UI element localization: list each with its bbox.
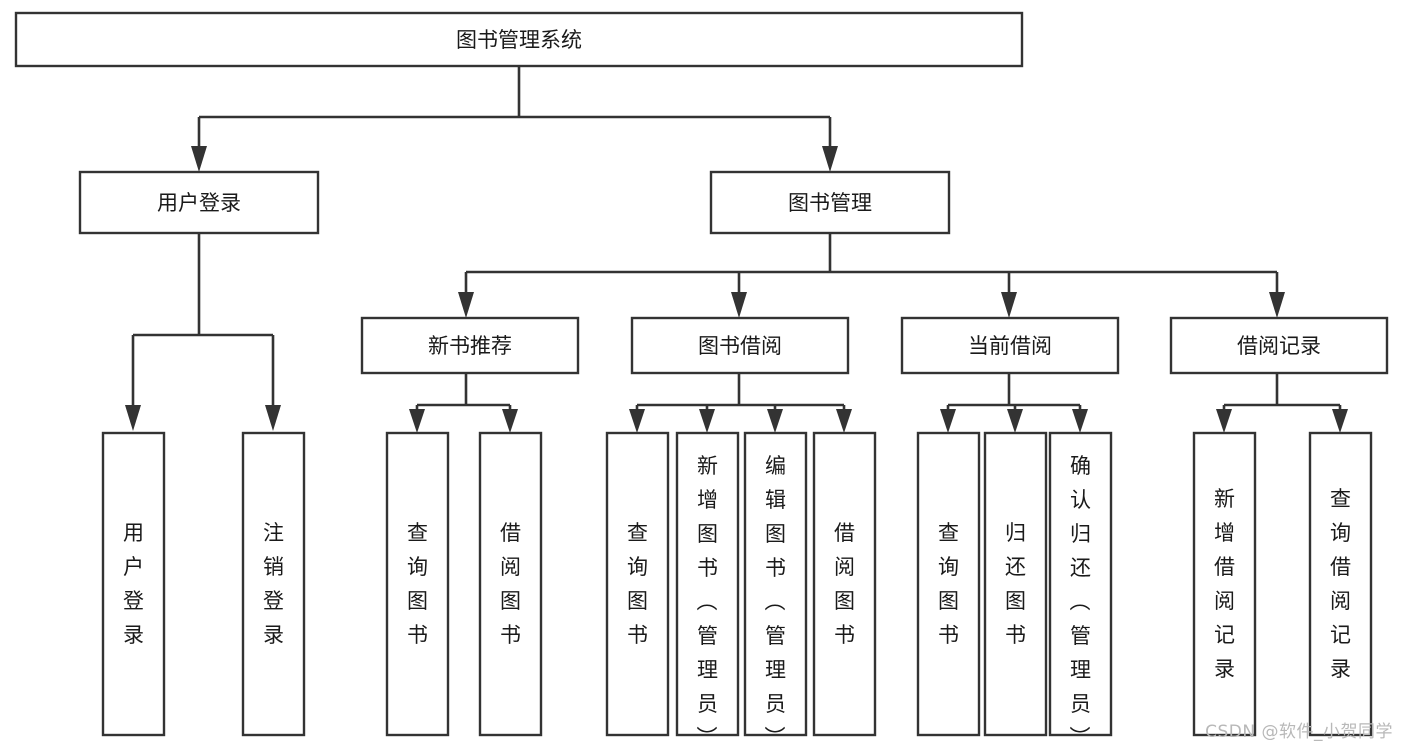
arrow-to-leaf-user-logout — [265, 405, 281, 431]
node-root-label: 图书管理系统 — [456, 28, 582, 52]
arrow-to-leaf-borrow-book-1 — [502, 409, 518, 433]
node-leaf-borrow-book-2-box[interactable] — [812, 431, 877, 737]
csdn-watermark: CSDN @软件_小贺同学 — [1205, 722, 1393, 742]
node-leaf-query-book-3-label: 查询图书 — [938, 521, 959, 647]
node-leaf-return-book-label: 归还图书 — [1005, 521, 1026, 647]
node-new-book-recommend-label: 新书推荐 — [428, 334, 512, 358]
arrow-to-leaf-add-book — [699, 409, 715, 433]
node-leaf-return-book[interactable] — [983, 431, 1048, 737]
node-leaf-query-book-2-label: 查询图书 — [627, 521, 648, 647]
arrow-to-leaf-query-book-2 — [629, 409, 645, 433]
node-leaf-query-book-3[interactable] — [916, 431, 981, 737]
connector-book-borrow-to-leaves — [629, 373, 852, 433]
node-leaf-query-record-box[interactable] — [1308, 431, 1373, 737]
node-book-borrow-box[interactable] — [630, 316, 850, 375]
arrow-to-leaf-confirm-return — [1072, 409, 1088, 433]
arrow-to-book-manage — [822, 146, 838, 172]
arrow-to-current-borrow — [1001, 292, 1017, 318]
node-leaf-query-book-3-box[interactable] — [916, 431, 981, 737]
arrow-to-new-book-recommend — [458, 292, 474, 318]
node-leaf-query-book-2-box[interactable] — [605, 431, 670, 737]
connector-user-login-to-leaves — [125, 233, 281, 431]
arrow-to-leaf-query-record — [1332, 409, 1348, 433]
node-leaf-edit-book-label: 编辑图书（管理员） — [765, 454, 787, 747]
node-leaf-user-login[interactable] — [101, 431, 166, 737]
node-leaf-add-record[interactable] — [1192, 431, 1257, 737]
node-user-login[interactable]: 用户登录 — [78, 170, 320, 235]
node-book-manage-label: 图书管理 — [788, 191, 872, 215]
node-leaf-add-record-box[interactable] — [1192, 431, 1257, 737]
node-leaf-confirm-return-box[interactable] — [1048, 431, 1113, 737]
arrow-to-leaf-edit-book — [767, 409, 783, 433]
node-borrow-record-label: 借阅记录 — [1237, 334, 1321, 358]
arrow-to-user-login — [191, 146, 207, 172]
node-current-borrow[interactable]: 当前借阅 — [900, 316, 1120, 375]
arrow-to-borrow-record — [1269, 292, 1285, 318]
node-leaf-add-record-label: 新增借阅记录 — [1214, 487, 1235, 681]
arrow-to-leaf-add-record — [1216, 409, 1232, 433]
node-leaf-borrow-book-1-box[interactable] — [478, 431, 543, 737]
node-book-manage-box[interactable] — [709, 170, 951, 235]
node-leaf-query-record[interactable] — [1308, 431, 1373, 737]
node-book-manage[interactable]: 图书管理 — [709, 170, 951, 235]
node-leaf-edit-book[interactable] — [743, 431, 808, 737]
node-new-book-recommend[interactable]: 新书推荐 — [360, 316, 580, 375]
node-leaf-user-login-label: 用户登录 — [123, 521, 144, 647]
node-current-borrow-label: 当前借阅 — [968, 334, 1052, 358]
node-leaf-borrow-book-1-label: 借阅图书 — [500, 521, 521, 647]
node-leaf-borrow-book-1[interactable] — [478, 431, 543, 737]
node-root-box[interactable] — [14, 11, 1024, 68]
arrow-to-leaf-return-book — [1007, 409, 1023, 433]
node-leaf-borrow-book-2-label: 借阅图书 — [834, 521, 855, 647]
arrow-to-leaf-user-login — [125, 405, 141, 431]
connector-current-borrow-to-leaves — [940, 373, 1088, 433]
node-leaf-query-record-label: 查询借阅记录 — [1330, 487, 1351, 681]
node-new-book-recommend-box[interactable] — [360, 316, 580, 375]
node-leaf-confirm-return-label: 确认归还（管理员） — [1070, 454, 1092, 747]
connector-book-manage-to-level2 — [458, 233, 1285, 318]
node-leaf-add-book-box[interactable] — [675, 431, 740, 737]
arrow-to-leaf-query-book-3 — [940, 409, 956, 433]
connector-new-book-recommend-to-leaves — [409, 373, 518, 433]
node-user-login-label: 用户登录 — [157, 191, 241, 215]
arrow-to-leaf-borrow-book-2 — [836, 409, 852, 433]
node-book-borrow-label: 图书借阅 — [698, 334, 782, 358]
node-leaf-add-book[interactable] — [675, 431, 740, 737]
node-leaf-query-book-1-box[interactable] — [385, 431, 450, 737]
node-leaf-borrow-book-2[interactable] — [812, 431, 877, 737]
node-book-borrow[interactable]: 图书借阅 — [630, 316, 850, 375]
node-current-borrow-box[interactable] — [900, 316, 1120, 375]
node-leaf-query-book-1-label: 查询图书 — [407, 521, 428, 647]
node-user-login-box[interactable] — [78, 170, 320, 235]
arrow-to-book-borrow — [731, 292, 747, 318]
connector-root-to-level1 — [191, 66, 838, 172]
node-leaf-query-book-2[interactable] — [605, 431, 670, 737]
node-leaf-user-logout[interactable] — [241, 431, 306, 737]
node-leaf-query-book-1[interactable] — [385, 431, 450, 737]
node-root[interactable]: 图书管理系统 — [14, 11, 1024, 68]
arrow-to-leaf-query-book-1 — [409, 409, 425, 433]
node-leaf-edit-book-box[interactable] — [743, 431, 808, 737]
node-leaf-user-logout-label: 注销登录 — [263, 521, 284, 647]
node-borrow-record-box[interactable] — [1169, 316, 1389, 375]
connector-borrow-record-to-leaves — [1216, 373, 1348, 433]
node-leaf-user-logout-box[interactable] — [241, 431, 306, 737]
node-borrow-record[interactable]: 借阅记录 — [1169, 316, 1389, 375]
node-leaf-user-login-box[interactable] — [101, 431, 166, 737]
node-leaf-add-book-label: 新增图书（管理员） — [697, 454, 719, 747]
node-leaf-confirm-return[interactable] — [1048, 431, 1113, 737]
node-leaf-return-book-box[interactable] — [983, 431, 1048, 737]
leaf-vertical-labels: 用户登录 注销登录 查询图书 借阅图书 查询图书 新增图书（管理员） 编辑图书（管理员） 借阅… — [123, 454, 1351, 747]
